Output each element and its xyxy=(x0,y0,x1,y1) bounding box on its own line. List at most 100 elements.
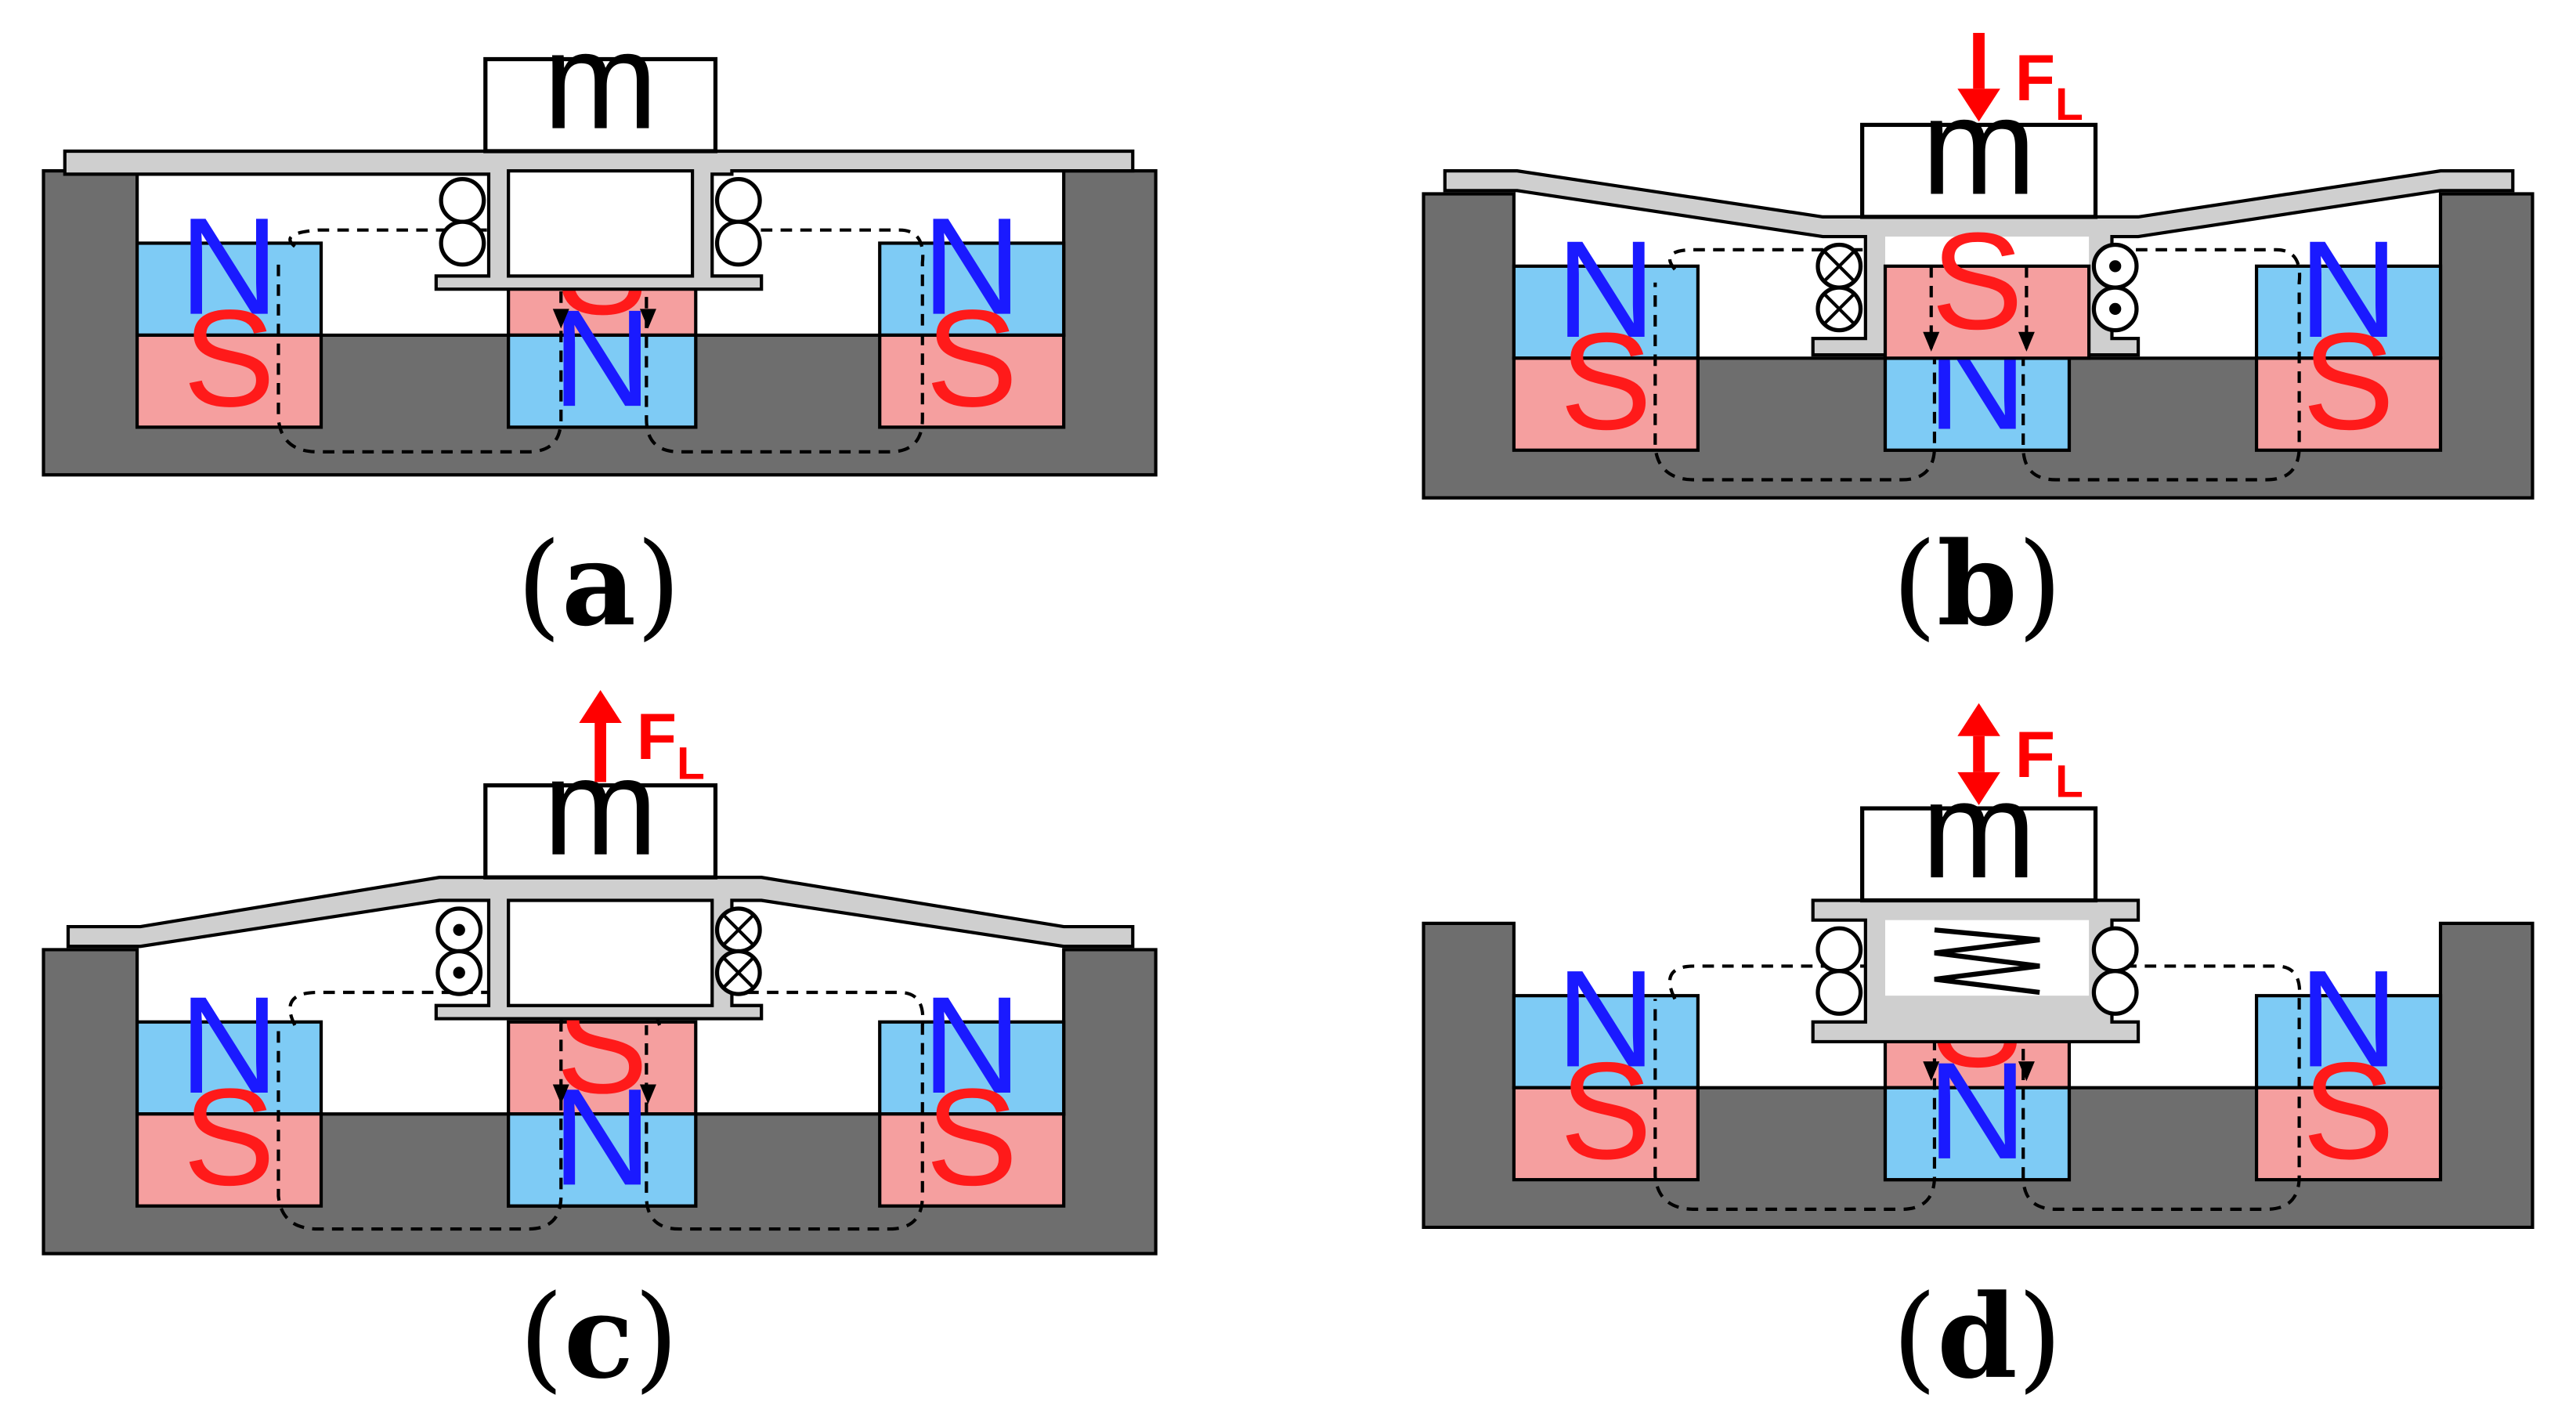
flux-loop xyxy=(276,990,563,1231)
arrow-down-icon xyxy=(1957,89,2000,122)
force-subscript: L xyxy=(2055,756,2083,807)
panel-label-letter: d xyxy=(1937,1269,2018,1404)
panel-label-open: ( xyxy=(1892,518,1937,652)
current-dot-icon xyxy=(2109,260,2122,273)
north-pole-block xyxy=(507,333,698,429)
panel-label-a: (a) xyxy=(517,516,681,652)
panel-b: NSSNNSSmFL xyxy=(1422,32,2534,500)
flux-direction-icon xyxy=(2018,331,2035,352)
south-label: S xyxy=(2303,1034,2395,1188)
spring-icon xyxy=(1934,927,2040,996)
current-dot-icon xyxy=(453,967,465,979)
magnet-left: NS xyxy=(135,968,323,1214)
north-pole-block xyxy=(135,1020,323,1116)
arrow-up-icon xyxy=(579,690,622,723)
north-label: N xyxy=(1927,1034,2027,1188)
south-label: S xyxy=(1560,1034,1653,1188)
flux-direction-icon xyxy=(2018,1061,2035,1082)
south-pole-block xyxy=(135,333,323,429)
south-label: S xyxy=(2303,304,2395,458)
force-label: FL xyxy=(637,699,705,789)
cross-stroke-icon xyxy=(1823,250,1855,283)
force-symbol: F xyxy=(637,699,677,773)
south-pole-block xyxy=(135,1112,323,1208)
panel-label-d: (d) xyxy=(1892,1269,2062,1404)
force-arrow: FL xyxy=(1957,32,2083,130)
flux-loop xyxy=(2021,964,2302,1211)
panel-label-close: ) xyxy=(2018,1270,2062,1404)
bobbin-gap xyxy=(507,898,714,1007)
magnet-left: NS xyxy=(135,190,323,435)
flux-loop xyxy=(1653,248,1937,482)
coil-turn-icon xyxy=(714,177,762,224)
north-pole-block xyxy=(1883,1086,2072,1182)
panel-label-close: ) xyxy=(636,518,681,652)
mass-block xyxy=(1860,806,2098,903)
north-pole-block xyxy=(1512,994,1700,1090)
north-pole-block xyxy=(135,241,323,338)
flux-direction-icon xyxy=(639,1084,656,1104)
mass-block xyxy=(483,783,718,880)
flux-loop xyxy=(276,228,563,454)
coil-turn-icon xyxy=(439,177,486,224)
current-dot-icon xyxy=(2109,302,2122,315)
south-pole-block xyxy=(507,1020,698,1116)
north-label: N xyxy=(922,190,1021,344)
north-label: N xyxy=(552,1060,652,1214)
south-pole-block xyxy=(1883,264,2091,360)
south-pole-block xyxy=(2254,356,2443,452)
magnet-right: NS xyxy=(878,190,1066,435)
north-label: N xyxy=(179,968,279,1122)
flux-direction-icon xyxy=(1923,1061,1940,1082)
south-label: S xyxy=(1560,304,1653,458)
south-pole-block xyxy=(878,333,1066,429)
south-label: S xyxy=(926,1060,1018,1214)
south-label: S xyxy=(1931,204,2024,359)
coil-turn-icon xyxy=(439,219,486,267)
coil-turn-icon xyxy=(1815,926,1863,974)
north-label: N xyxy=(552,281,652,435)
north-pole-block xyxy=(2254,264,2443,360)
north-label: N xyxy=(922,968,1021,1122)
force-subscript: L xyxy=(2055,79,2083,130)
magnet-left: NS xyxy=(1512,212,1700,458)
north-pole-block xyxy=(1512,264,1700,360)
south-label: S xyxy=(183,281,276,435)
magnet-right: NS xyxy=(2254,212,2443,458)
flux-loop xyxy=(1653,964,1937,1211)
force-label: FL xyxy=(2015,41,2083,130)
flux-direction-icon xyxy=(552,1084,569,1104)
south-label: S xyxy=(926,281,1018,435)
north-label: N xyxy=(1556,212,1656,367)
coil-turn-icon xyxy=(1815,969,1863,1016)
flux-direction-icon xyxy=(1923,331,1940,352)
north-label: N xyxy=(2299,212,2398,367)
south-pole-block xyxy=(2254,1086,2443,1182)
north-label: N xyxy=(1556,941,1656,1096)
arrow-up-icon xyxy=(1957,703,2000,736)
bobbin-gap xyxy=(507,169,695,278)
flux-direction-icon xyxy=(639,309,656,329)
panel-label-letter: a xyxy=(562,516,636,652)
coil-turn-icon xyxy=(714,219,762,267)
force-label: FL xyxy=(2015,717,2083,807)
panel-label-open: ( xyxy=(1892,1270,1937,1404)
north-pole-block xyxy=(878,241,1066,338)
north-label: N xyxy=(179,190,279,344)
flux-lines xyxy=(1653,964,2302,1211)
coil-turn-icon xyxy=(2091,969,2139,1016)
magnet-right: NS xyxy=(2254,941,2443,1188)
cross-stroke-icon xyxy=(1823,292,1855,325)
mass-block xyxy=(483,56,718,154)
north-label: N xyxy=(2299,941,2398,1096)
panel-label-open: ( xyxy=(519,1270,564,1404)
flux-loop xyxy=(645,990,925,1231)
north-pole-block xyxy=(507,1112,698,1208)
arrow-down-icon xyxy=(1957,772,2000,805)
force-subscript: L xyxy=(677,738,705,789)
flux-direction-icon xyxy=(552,309,569,329)
